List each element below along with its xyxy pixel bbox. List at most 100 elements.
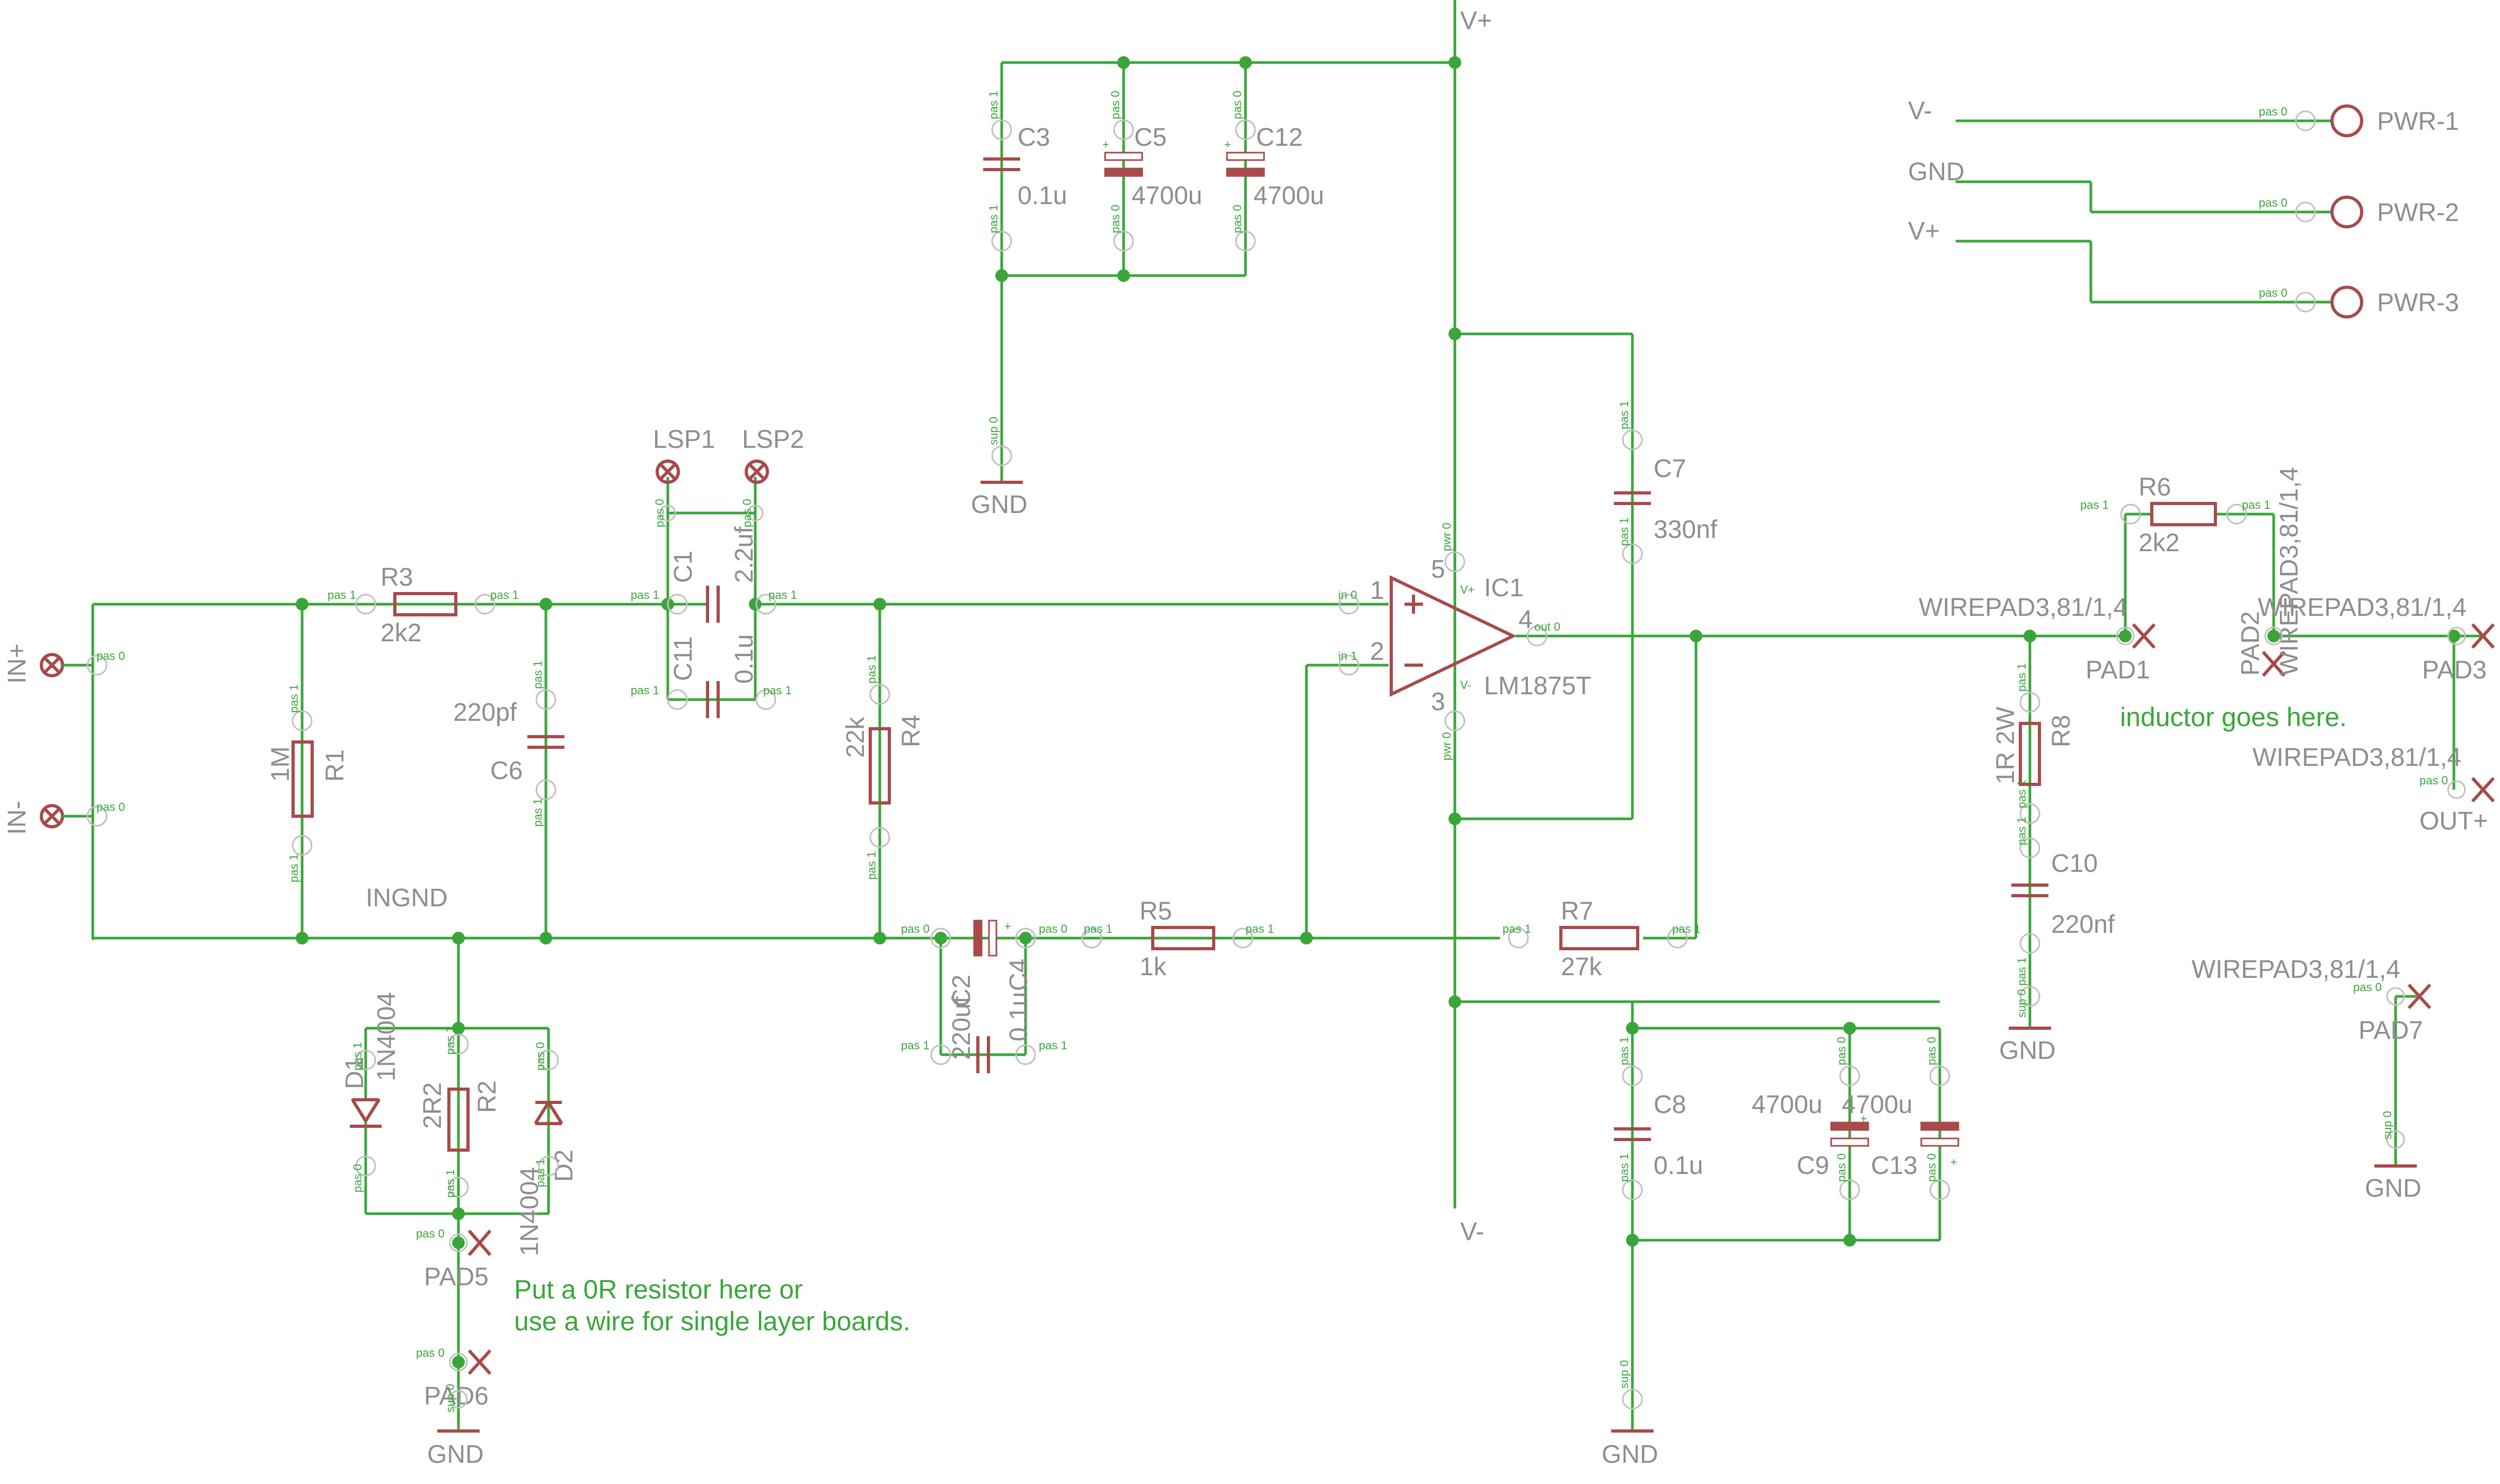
gnd-symbol-c10: GND: [1999, 1027, 2056, 1065]
pad1-label: PAD1: [2086, 656, 2150, 684]
r5-ref: R5: [1139, 897, 1172, 925]
pin-label: pwr 0: [1440, 523, 1453, 551]
pin-label: pas 1: [1618, 517, 1631, 546]
pin-label: pas 0: [1835, 1153, 1848, 1182]
r4-ref: R4: [897, 715, 925, 747]
c9-value: 4700u: [1752, 1091, 1822, 1119]
in-minus-label: IN-: [3, 801, 31, 835]
pin-label: pas 0: [1231, 205, 1244, 233]
pin-label: pas 0: [1109, 205, 1122, 233]
pin-label: sup 0: [2381, 1111, 2394, 1140]
c1-ref: C1: [669, 551, 697, 583]
pin-label: pas 1: [631, 684, 659, 697]
c13-ref: C13: [1871, 1152, 1918, 1180]
inductor-note: inductor goes here.: [2120, 702, 2347, 732]
resistor-r7: R7 27k: [1559, 897, 1639, 981]
pad5: PAD5: [424, 1230, 492, 1291]
c6-value: 220pf: [453, 699, 517, 727]
pin-label: pas 0: [1109, 91, 1122, 119]
pin-label: pas 0: [1835, 1037, 1848, 1065]
pad2-wirepad: WIREPAD3,81/1,4: [2275, 467, 2303, 676]
c2-plus: +: [1004, 920, 1011, 933]
c3-value: 0.1u: [1018, 182, 1067, 210]
resistor-r2: 2R2 R2: [419, 1081, 501, 1152]
notes: Put a 0R resistor here or use a wire for…: [514, 702, 2347, 1336]
pin-label: pas 1: [534, 1159, 547, 1187]
resistor-r5: R5 1k: [1139, 897, 1215, 981]
lsp1-pad: LSP1: [653, 426, 715, 484]
pin-label: pas 0: [534, 1042, 547, 1071]
ic1-pin3: 3: [1431, 688, 1445, 716]
pin-label: pas 1: [2015, 817, 2028, 845]
gnd-symbol-pad7: GND: [2365, 1164, 2422, 1203]
c11-ref: C11: [669, 637, 697, 682]
pin-label: pas 1: [287, 854, 301, 882]
r2-ref: R2: [473, 1081, 501, 1113]
pad5-label: PAD5: [424, 1263, 489, 1291]
pwr-vminus-label: V-: [1908, 97, 1932, 125]
pin-label: pas 0: [351, 1164, 364, 1192]
pin-label: pas 1: [1618, 1037, 1631, 1065]
c10-value: 220nf: [2051, 911, 2115, 939]
c11-value: 0.1u: [730, 634, 758, 684]
c5-plus: +: [1102, 138, 1109, 151]
pwr3-label: PWR-3: [2377, 289, 2459, 317]
pin-label: pas 0: [416, 1346, 445, 1359]
capacitor-c5: + C5 4700u: [1102, 123, 1202, 210]
r8-value: 1R 2W: [1992, 706, 2020, 784]
pin-label: pas 1: [2015, 957, 2028, 986]
capacitor-c2: + 220uf C2: [948, 920, 1011, 1060]
capacitor-c1: C1 2.2uf: [668, 526, 758, 623]
c7-ref: C7: [1654, 455, 1686, 483]
pad2-label: PAD2: [2237, 611, 2265, 676]
capacitor-c8: C8 0.1u: [1614, 1091, 1703, 1180]
pad5-note-line2: use a wire for single layer boards.: [514, 1306, 911, 1336]
resistor-r6: R6 2k2: [2139, 473, 2217, 557]
c3-ref: C3: [1018, 123, 1050, 152]
r4-value: 22k: [842, 717, 870, 758]
c5-value: 4700u: [1132, 182, 1202, 210]
pin-label: pas 1: [444, 1169, 457, 1198]
pin-label: pas 1: [351, 1042, 364, 1071]
r8-ref: R8: [2047, 715, 2075, 747]
r1-ref: R1: [321, 749, 349, 782]
capacitor-c6: 220pf C6: [453, 699, 564, 785]
pin-label: pas 1: [287, 684, 301, 713]
pin-label: pas 1: [1039, 1039, 1067, 1052]
c8-value: 0.1u: [1654, 1152, 1703, 1180]
pin-label: pas 1: [865, 851, 878, 880]
ic1-vplus-pin: V+: [1460, 583, 1475, 596]
pin-label: pas 0: [901, 922, 930, 935]
pin-label: pas 0: [96, 800, 125, 814]
pin-label: pas 1: [763, 684, 792, 697]
pin-label: pas 0: [1231, 91, 1244, 119]
pin-label: pas 1: [531, 798, 544, 827]
pin-label: pwr 0: [1440, 732, 1453, 761]
capacitor-c3: C3 0.1u: [983, 123, 1067, 210]
pin-label: pas 0: [653, 499, 666, 527]
out-plus-label: OUT+: [2419, 807, 2488, 835]
c10-ref: C10: [2051, 850, 2098, 878]
pin-label: pas 0: [1925, 1037, 1938, 1065]
pin-label: pas 1: [1084, 922, 1112, 935]
capacitor-c9: + 4700u C9: [1752, 1091, 1869, 1180]
c1-value: 2.2uf: [730, 526, 758, 583]
supply-labels: V+ V- GND GND GND GND GND INGND: [366, 7, 2422, 1469]
capacitor-c11: C11 0.1u: [669, 634, 758, 718]
r3-value: 2k2: [381, 619, 421, 647]
pwr-vplus-label: V+: [1908, 217, 1940, 245]
pin-label: pas 1: [444, 1026, 457, 1055]
diode-d2: D2 1N4004: [516, 1101, 578, 1256]
c6-ref: C6: [490, 757, 523, 785]
ic1-pin2: 2: [1370, 638, 1384, 666]
capacitor-c12: + C12 4700u: [1224, 123, 1324, 210]
in-plus-label: IN+: [3, 643, 31, 684]
resistor-r1: 1M R1: [267, 740, 349, 818]
gnd-label: GND: [1602, 1441, 1658, 1469]
ic1-vminus-pin: V-: [1460, 678, 1471, 692]
pwr-gnd-label: GND: [1908, 158, 1965, 186]
c8-ref: C8: [1654, 1091, 1686, 1119]
c13-plus: +: [1950, 1155, 1957, 1169]
gnd-label: GND: [427, 1441, 484, 1469]
